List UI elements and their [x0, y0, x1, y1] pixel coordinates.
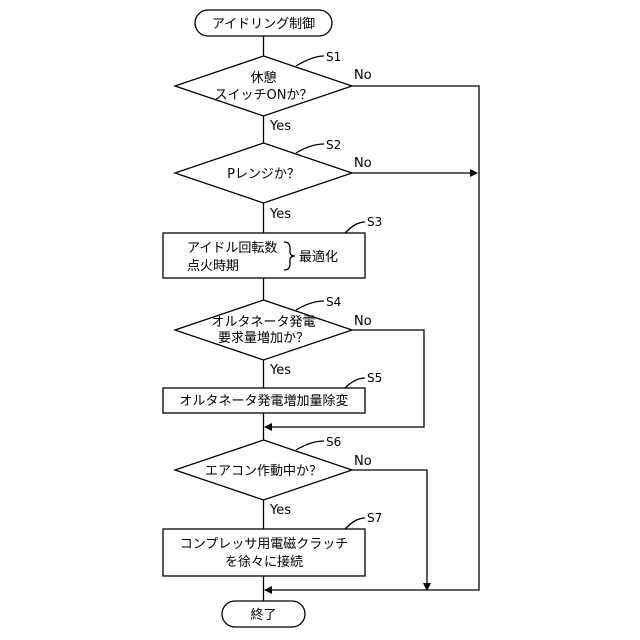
s4-step-label: S4	[326, 295, 341, 309]
s2-step-label: S2	[326, 138, 341, 152]
start-label: アイドリング制御	[212, 17, 315, 32]
end-label: 終了	[250, 607, 276, 623]
s2-yes-label: Yes	[269, 207, 291, 222]
s3-step-label: S3	[367, 215, 382, 229]
s1-yes-label: Yes	[269, 119, 291, 134]
s3-text-line1: アイドル回転数	[187, 241, 277, 256]
decision-s4	[175, 300, 352, 360]
s7-leader	[345, 518, 365, 529]
s2-no-label: No	[354, 156, 372, 171]
s1-step-label: S1	[326, 50, 341, 64]
s4-text-line2: 要求量増加か？	[218, 331, 309, 346]
s4-no-label: No	[354, 314, 372, 329]
s3-text-line2: 点火時期	[187, 259, 239, 274]
s7-text-line1: コンプレッサ用電磁クラッチ	[180, 537, 349, 552]
s6-step-label: S6	[326, 435, 341, 449]
s4-leader	[296, 301, 324, 310]
s1-leader	[296, 56, 324, 66]
s1-text-line1: 休憩	[250, 70, 276, 86]
decision-s1	[175, 56, 352, 116]
s6-text: エアコン作動中か？	[205, 464, 322, 479]
s6-no-label: No	[354, 454, 372, 469]
s4-text-line1: オルタネータ発電	[211, 315, 315, 330]
s6-leader	[296, 441, 324, 450]
s5-leader	[345, 378, 365, 388]
s3-side-text: 最適化	[299, 249, 338, 265]
s5-step-label: S5	[367, 371, 382, 385]
s7-step-label: S7	[367, 511, 382, 525]
s3-leader	[345, 222, 365, 233]
s6-yes-label: Yes	[269, 503, 291, 518]
s7-text-line2: を徐々に接続	[225, 554, 303, 570]
s4-yes-label: Yes	[269, 363, 291, 378]
s1-no-label: No	[354, 68, 372, 83]
s5-text: オルタネータ発電増加量除変	[179, 393, 348, 409]
s2-text: Pレンジか？	[227, 167, 300, 182]
s2-leader	[296, 144, 324, 153]
s1-text-line2: スイッチONか？	[215, 88, 313, 103]
